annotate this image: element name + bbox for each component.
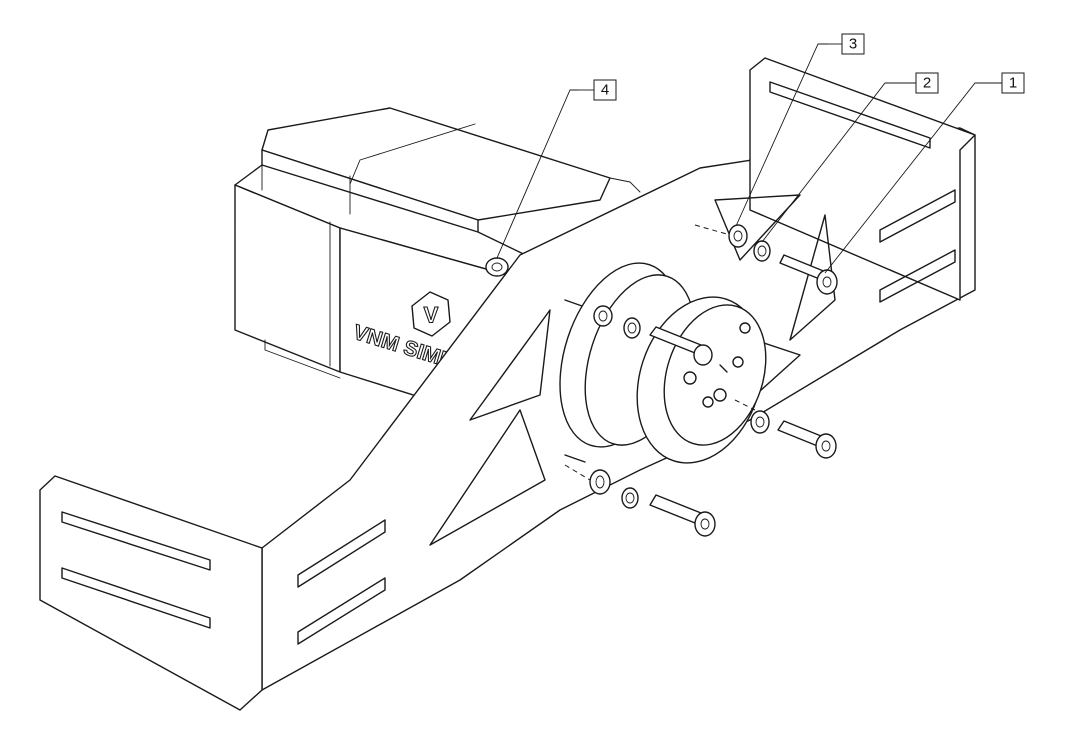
callout-4-label: 4	[601, 82, 609, 99]
plate-slot	[297, 577, 386, 645]
hardware	[564, 224, 838, 537]
motor-hub	[559, 262, 767, 464]
callout-1-label: 1	[1009, 75, 1017, 92]
brand-logo-letter: V	[424, 303, 439, 328]
set-screw-4	[485, 257, 509, 277]
brand-logo-icon	[411, 291, 451, 337]
washer-3	[728, 224, 748, 248]
flange-slot	[61, 567, 211, 629]
cutout	[429, 409, 546, 546]
flange-slot	[769, 81, 931, 149]
lock-washer-2	[753, 240, 771, 262]
cutout	[469, 309, 551, 421]
plate-slot	[879, 249, 956, 303]
plate-slot	[297, 519, 386, 588]
callout-3-label: 3	[849, 36, 857, 53]
plate-slot	[879, 189, 956, 243]
callout-2-label: 2	[923, 75, 931, 92]
cutout	[714, 194, 801, 261]
cutout	[789, 214, 836, 341]
flange-slot	[61, 511, 211, 571]
callouts: 1 2 3 4	[496, 33, 1025, 274]
